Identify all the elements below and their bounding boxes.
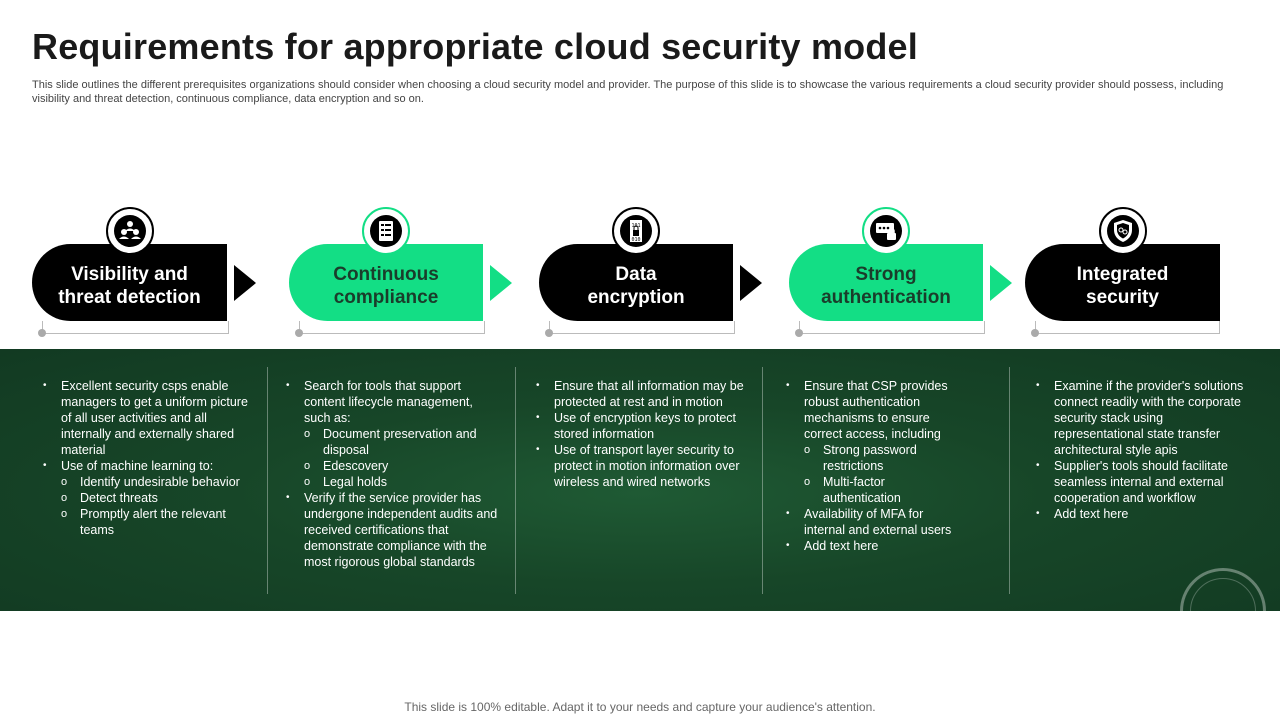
list-item-text: Use of machine learning to: — [61, 459, 214, 473]
shield-icon — [1099, 207, 1147, 255]
list-item: Ensure that all information may be prote… — [536, 378, 748, 410]
list-item: Add text here — [1036, 506, 1254, 522]
svg-text:010: 010 — [631, 237, 640, 243]
step-bracket-dot — [545, 329, 553, 337]
column-divider — [1009, 367, 1010, 594]
step-arrow — [234, 265, 256, 301]
list-item: Use of machine learning to: Identify und… — [43, 458, 253, 538]
step-label-line1: Strong — [855, 263, 917, 285]
step-label-line1: Integrated — [1076, 263, 1169, 285]
list-item: Ensure that CSP provides robust authenti… — [786, 378, 966, 506]
footer-note: This slide is 100% editable. Adapt it to… — [404, 700, 876, 714]
step-label-line2: compliance — [333, 286, 439, 308]
list-item: Add text here — [786, 538, 966, 554]
column-divider — [267, 367, 268, 594]
list-item: Examine if the provider's solutions conn… — [1036, 378, 1254, 458]
step-arrow — [990, 265, 1012, 301]
sub-list-item: Document preservation and disposal — [304, 426, 501, 458]
sub-list-item: Identify undesirable behavior — [61, 474, 253, 490]
step-bracket-dot — [38, 329, 46, 337]
sub-list-item: Promptly alert the relevant teams — [61, 506, 253, 538]
details-encryption: Ensure that all information may be prote… — [536, 378, 748, 490]
step-bracket — [42, 321, 229, 334]
step-bracket — [299, 321, 485, 334]
list-item: Verify if the service provider has under… — [286, 490, 501, 570]
sub-list-item: Legal holds — [304, 474, 501, 490]
step-label-line1: Continuous — [333, 263, 439, 285]
sub-list-item: Multi-factor authentication — [804, 474, 966, 506]
sub-list-item: Edescovery — [304, 458, 501, 474]
list-item: Supplier's tools should facilitate seaml… — [1036, 458, 1254, 506]
list-item: Use of transport layer security to prote… — [536, 442, 748, 490]
details-compliance: Search for tools that support content li… — [286, 378, 501, 570]
column-divider — [515, 367, 516, 594]
list-item-text: Ensure that CSP provides robust authenti… — [804, 379, 948, 441]
password-lock-icon — [862, 207, 910, 255]
step-label-line1: Visibility and — [71, 263, 188, 285]
step-bracket — [799, 321, 985, 334]
column-divider — [762, 367, 763, 594]
step-bracket — [549, 321, 735, 334]
details-integrated: Examine if the provider's solutions conn… — [1036, 378, 1254, 522]
page-subtitle: This slide outlines the different prereq… — [32, 79, 1224, 105]
sub-list-item: Strong password restrictions — [804, 442, 966, 474]
step-bracket-dot — [795, 329, 803, 337]
details-authentication: Ensure that CSP provides robust authenti… — [786, 378, 966, 554]
step-label-line1: Data — [615, 263, 657, 285]
list-item: Search for tools that support content li… — [286, 378, 501, 490]
step-label-line2: authentication — [821, 286, 951, 308]
step-arrow — [740, 265, 762, 301]
checklist-icon — [362, 207, 410, 255]
list-item: Use of encryption keys to protect stored… — [536, 410, 748, 442]
step-label-line2: threat detection — [58, 286, 201, 308]
list-item: Excellent security csps enable managers … — [43, 378, 253, 458]
step-bracket-dot — [295, 329, 303, 337]
list-item: Availability of MFA for internal and ext… — [786, 506, 966, 538]
details-visibility: Excellent security csps enable managers … — [43, 378, 253, 538]
step-arrow — [490, 265, 512, 301]
sub-list-item: Detect threats — [61, 490, 253, 506]
binary-lock-icon: 101 010 — [612, 207, 660, 255]
step-label-line2: encryption — [587, 286, 685, 308]
list-item-text: Search for tools that support content li… — [304, 379, 473, 425]
step-bracket — [1035, 321, 1220, 334]
team-icon — [106, 207, 154, 255]
details-panel: Excellent security csps enable managers … — [0, 349, 1280, 611]
step-bracket-dot — [1031, 329, 1039, 337]
step-label-line2: security — [1086, 286, 1159, 308]
page-title: Requirements for appropriate cloud secur… — [32, 26, 918, 67]
